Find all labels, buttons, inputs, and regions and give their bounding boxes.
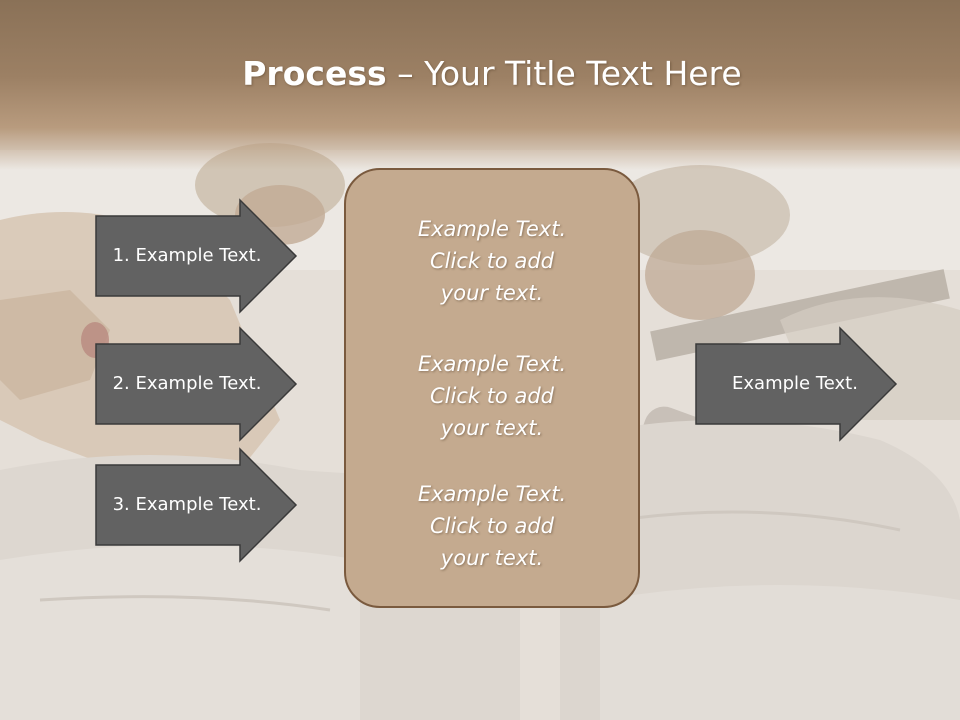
center-block-3-line-3: your text. [440,546,544,570]
slide-title: Process – Your Title Text Here [0,52,960,96]
left-arrow-3[interactable] [95,447,298,563]
center-block-3-line-1: Example Text. [417,482,567,506]
title-band [0,0,960,170]
center-block-2-line-3: your text. [440,416,544,440]
title-rest: – Your Title Text Here [386,54,742,93]
right-arrow[interactable] [695,326,898,442]
output-label[interactable]: Example Text. [732,373,858,394]
left-arrow-2[interactable] [95,326,298,442]
center-text-box[interactable] [344,168,640,608]
center-block-3[interactable]: Example Text. Click to add your text. [344,478,640,574]
center-block-1-line-2: Click to add [429,249,554,273]
center-block-2-line-1: Example Text. [417,352,567,376]
center-block-1[interactable]: Example Text. Click to add your text. [344,213,640,309]
center-block-1-line-3: your text. [440,281,544,305]
center-block-2[interactable]: Example Text. Click to add your text. [344,348,640,444]
center-block-3-line-2: Click to add [429,514,554,538]
step-1-label[interactable]: 1. Example Text. [112,245,262,266]
step-2-label[interactable]: 2. Example Text. [112,373,262,394]
center-block-2-line-2: Click to add [429,384,554,408]
center-block-1-line-1: Example Text. [417,217,567,241]
title-bold: Process [242,54,387,93]
step-3-label[interactable]: 3. Example Text. [112,494,262,515]
left-arrow-1[interactable] [95,198,298,314]
